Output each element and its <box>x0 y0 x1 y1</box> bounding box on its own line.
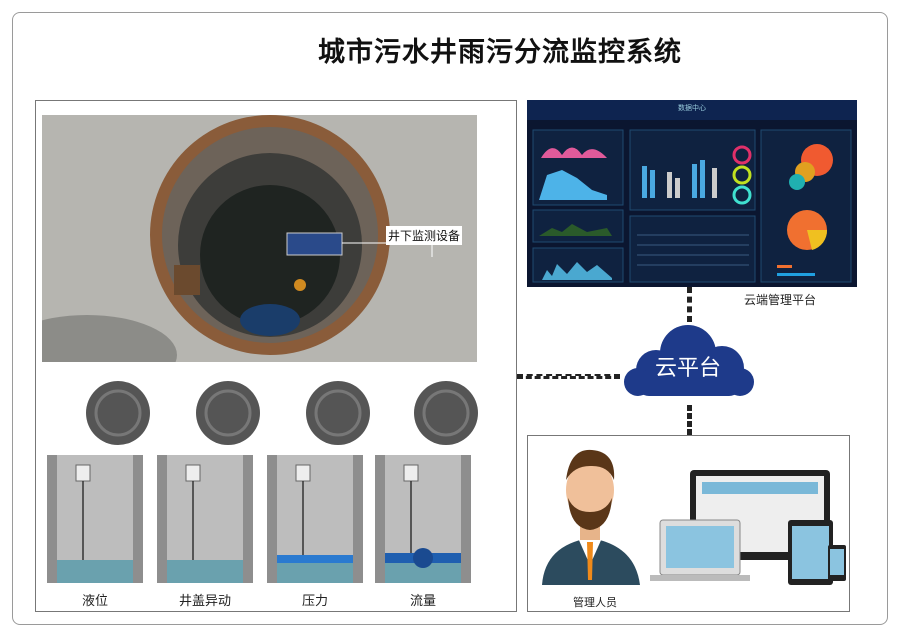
cloud-label: 云平台 <box>654 356 721 381</box>
devices-icon <box>650 470 846 585</box>
device-callout: 井下监测设备 <box>386 226 463 245</box>
well-illustration <box>47 381 150 583</box>
connector-bottom <box>687 405 692 435</box>
dashboard-header: 数据中心 <box>678 104 706 112</box>
cloud-icon <box>624 325 754 396</box>
sensor-wells <box>47 379 480 585</box>
connector-left <box>517 374 620 379</box>
manager-label: 管理人员 <box>573 596 617 609</box>
sensor-label-level: 液位 <box>81 594 108 609</box>
dashboard-caption: 云端管理平台 <box>743 293 816 307</box>
manager-panel <box>527 435 850 612</box>
sensor-label-cover: 井盖异动 <box>178 594 231 609</box>
outer-frame <box>12 12 888 625</box>
dashboard-screenshot <box>527 100 857 287</box>
person-icon <box>542 449 640 585</box>
manager-illustration <box>542 449 846 585</box>
page-title: 城市污水井雨污分流监控系统 <box>318 37 682 68</box>
sensor-label-pressure: 压力 <box>301 594 328 609</box>
field-equipment-panel <box>35 100 517 612</box>
sensor-label-flow: 流量 <box>409 594 436 609</box>
connector-top <box>687 287 692 322</box>
